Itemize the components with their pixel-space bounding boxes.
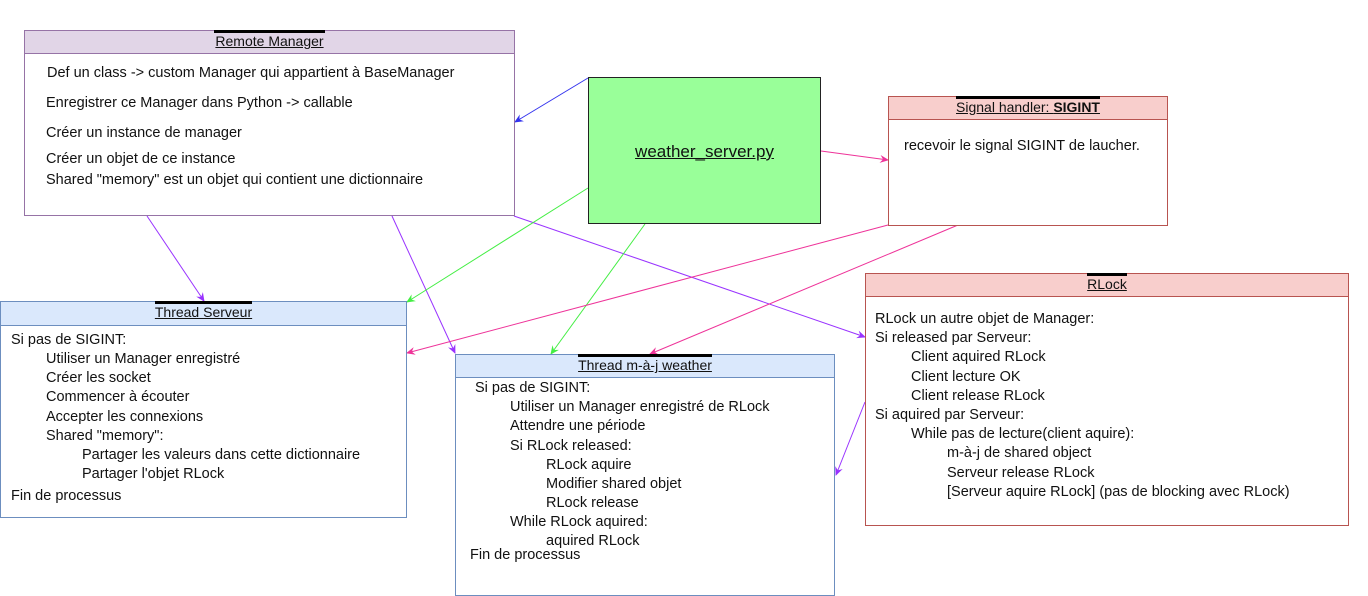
thread-serveur-line: Créer les socket — [46, 370, 151, 386]
signal-handler-title: Signal handler: SIGINT — [956, 96, 1100, 115]
arrow-rlock-to-thread-weather — [835, 401, 866, 476]
signal-handler-header: Signal handler: SIGINT — [889, 96, 1167, 120]
rlock-line: m-à-j de shared object — [947, 445, 1092, 461]
weather-server-box[interactable]: weather_server.py — [588, 77, 821, 224]
remote-manager-header: Remote Manager — [25, 30, 514, 54]
thread-weather-line: While RLock aquired: — [510, 514, 648, 530]
rlock-line: Client release RLock — [911, 388, 1045, 404]
signal-handler-body: recevoir le signal SIGINT de laucher. — [904, 138, 1140, 154]
thread-weather-box[interactable]: Thread m-à-j weather Si pas de SIGINT: U… — [455, 354, 835, 596]
arrow-server-to-manager — [514, 77, 589, 123]
remote-manager-line: Def un class -> custom Manager qui appar… — [47, 65, 455, 81]
rlock-line: Si aquired par Serveur: — [875, 407, 1025, 423]
signal-handler-box[interactable]: Signal handler: SIGINT recevoir le signa… — [888, 96, 1168, 226]
thread-weather-header: Thread m-à-j weather — [456, 354, 834, 378]
thread-weather-line: Si pas de SIGINT: — [475, 380, 591, 396]
signal-handler-title-bold: SIGINT — [1053, 99, 1100, 115]
thread-serveur-line: Commencer à écouter — [46, 389, 190, 405]
rlock-line: While pas de lecture(client aquire): — [911, 426, 1135, 442]
thread-serveur-line: Partager l'objet RLock — [82, 466, 225, 482]
thread-serveur-line: Accepter les connexions — [46, 409, 204, 425]
thread-serveur-line: Utiliser un Manager enregistré — [46, 351, 241, 367]
remote-manager-line: Créer un instance de manager — [46, 125, 242, 141]
thread-weather-line: Modifier shared objet — [546, 476, 682, 492]
signal-handler-title-prefix: Signal handler: — [956, 99, 1054, 115]
arrow-server-to-thread-weather — [550, 223, 646, 355]
arrow-manager-to-rlock — [513, 215, 866, 339]
thread-serveur-box[interactable]: Thread Serveur Si pas de SIGINT: Utilise… — [0, 301, 407, 518]
arrow-manager-to-thread-serveur — [146, 215, 205, 302]
remote-manager-title: Remote Manager — [214, 30, 325, 49]
remote-manager-box[interactable]: Remote Manager Def un class -> custom Ma… — [24, 30, 515, 216]
remote-manager-line: Créer un objet de ce instance — [46, 151, 236, 167]
thread-weather-line: Utiliser un Manager enregistré de RLock — [510, 399, 770, 415]
thread-weather-line: aquired RLock — [546, 533, 640, 549]
thread-serveur-line: Shared "memory": — [46, 428, 164, 444]
thread-serveur-line: Partager les valeurs dans cette dictionn… — [82, 447, 361, 463]
thread-weather-line: Fin de processus — [470, 547, 581, 563]
rlock-line: Si released par Serveur: — [875, 330, 1032, 346]
thread-serveur-line: Fin de processus — [11, 488, 122, 504]
arrow-server-to-signal — [820, 150, 889, 163]
rlock-line: Serveur release RLock — [947, 465, 1095, 481]
thread-serveur-line: Si pas de SIGINT: — [11, 332, 127, 348]
rlock-line: Client aquired RLock — [911, 349, 1046, 365]
rlock-line: Client lecture OK — [911, 369, 1021, 385]
remote-manager-line: Enregistrer ce Manager dans Python -> ca… — [46, 95, 353, 111]
rlock-header: RLock — [866, 273, 1348, 297]
rlock-box[interactable]: RLock RLock un autre objet de Manager: S… — [865, 273, 1349, 526]
rlock-line: RLock un autre objet de Manager: — [875, 311, 1095, 327]
rlock-line: [Serveur aquire RLock] (pas de blocking … — [947, 484, 1290, 500]
thread-weather-line: Si RLock released: — [510, 438, 632, 454]
thread-weather-title: Thread m-à-j weather — [578, 354, 712, 373]
thread-serveur-title: Thread Serveur — [154, 301, 253, 320]
weather-server-label: weather_server.py — [635, 142, 774, 161]
rlock-title: RLock — [1087, 273, 1127, 292]
thread-serveur-header: Thread Serveur — [1, 301, 406, 326]
thread-weather-line: RLock release — [546, 495, 639, 511]
arrow-signal-to-thread-serveur — [406, 224, 889, 355]
thread-weather-line: Attendre une période — [510, 418, 646, 434]
remote-manager-line: Shared "memory" est un objet qui contien… — [46, 172, 424, 188]
thread-weather-line: RLock aquire — [546, 457, 632, 473]
